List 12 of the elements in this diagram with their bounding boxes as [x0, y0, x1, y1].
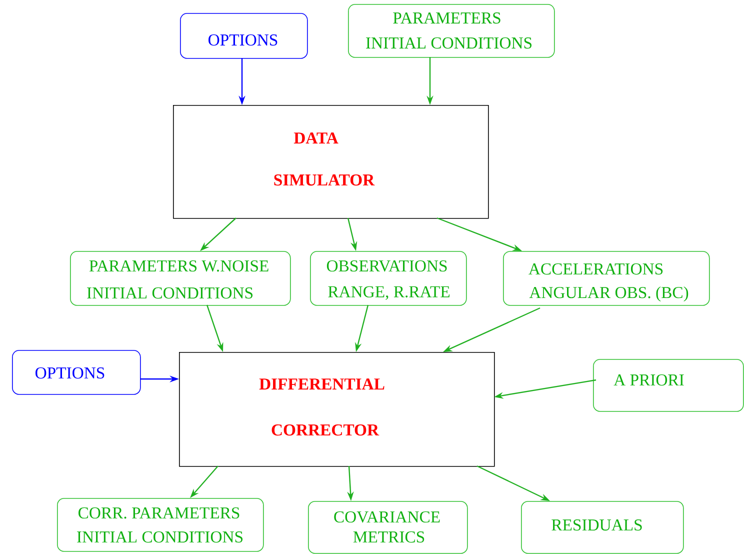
input-box: PARAMETERS INITIAL CONDITIONS [348, 4, 555, 58]
input-box: PARAMETERS W.NOISE INITIAL CONDITIONS [70, 251, 291, 306]
process-box: DIFFERENTIAL CORRECTOR [179, 352, 495, 467]
input-box: CORR. PARAMETERS INITIAL CONDITIONS [57, 498, 264, 552]
input-box: RESIDUALS [521, 501, 684, 554]
input-box: OBSERVATIONS RANGE, R.RATE [310, 251, 467, 306]
input-box: COVARIANCE METRICS [308, 501, 468, 554]
input-box: OPTIONS [180, 13, 308, 59]
input-box: ACCELERATIONS ANGULAR OBS. (BC) [503, 251, 710, 306]
input-box: OPTIONS [12, 350, 141, 395]
input-box: A PRIORI [593, 359, 744, 412]
process-box: DATA SIMULATOR [173, 105, 489, 219]
